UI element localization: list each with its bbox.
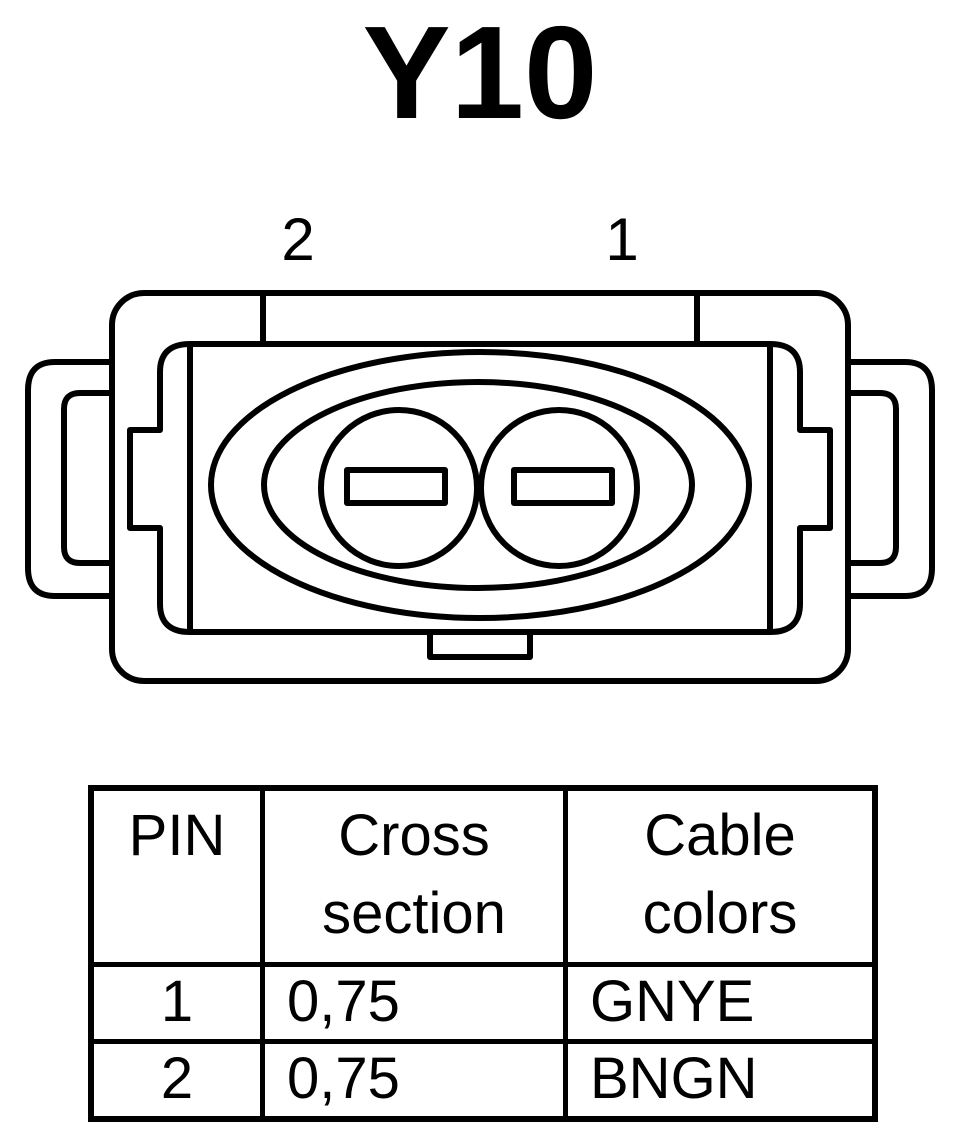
housing-outer <box>109 290 851 684</box>
pin-label-1: 1 <box>605 206 639 273</box>
header-cable-colors: Cable colors <box>563 785 878 967</box>
table-row: 1 0,75 GNYE <box>88 962 878 1044</box>
pin-contact-1 <box>511 467 615 506</box>
cell-cable-color: BNGN <box>563 1039 878 1122</box>
cell-pin: 1 <box>88 962 265 1044</box>
pin-table: PIN Cross section Cable colors 1 0,75 GN… <box>88 785 878 1122</box>
cell-cross-section: 0,75 <box>260 962 568 1044</box>
pin-contact-2 <box>344 467 448 506</box>
left-latch-inner <box>61 390 112 566</box>
right-latch-outer <box>848 359 935 599</box>
cell-cable-color: GNYE <box>563 962 878 1044</box>
pin-circle-1 <box>478 407 640 569</box>
connector-title: Y10 <box>362 0 598 146</box>
inner-ellipse <box>261 379 695 591</box>
bottom-tab <box>427 632 533 660</box>
header-cross-section: Cross section <box>260 785 568 967</box>
cell-pin: 2 <box>88 1039 265 1122</box>
table-header-row: PIN Cross section Cable colors <box>88 785 878 967</box>
pin-label-2: 2 <box>281 206 315 273</box>
table-row: 2 0,75 BNGN <box>88 1039 878 1122</box>
right-latch-inner <box>848 390 899 566</box>
left-latch-outer <box>25 359 112 599</box>
header-pin: PIN <box>88 785 265 967</box>
pin-circle-2 <box>318 407 480 569</box>
outer-ellipse <box>208 349 752 621</box>
cell-cross-section: 0,75 <box>260 1039 568 1122</box>
